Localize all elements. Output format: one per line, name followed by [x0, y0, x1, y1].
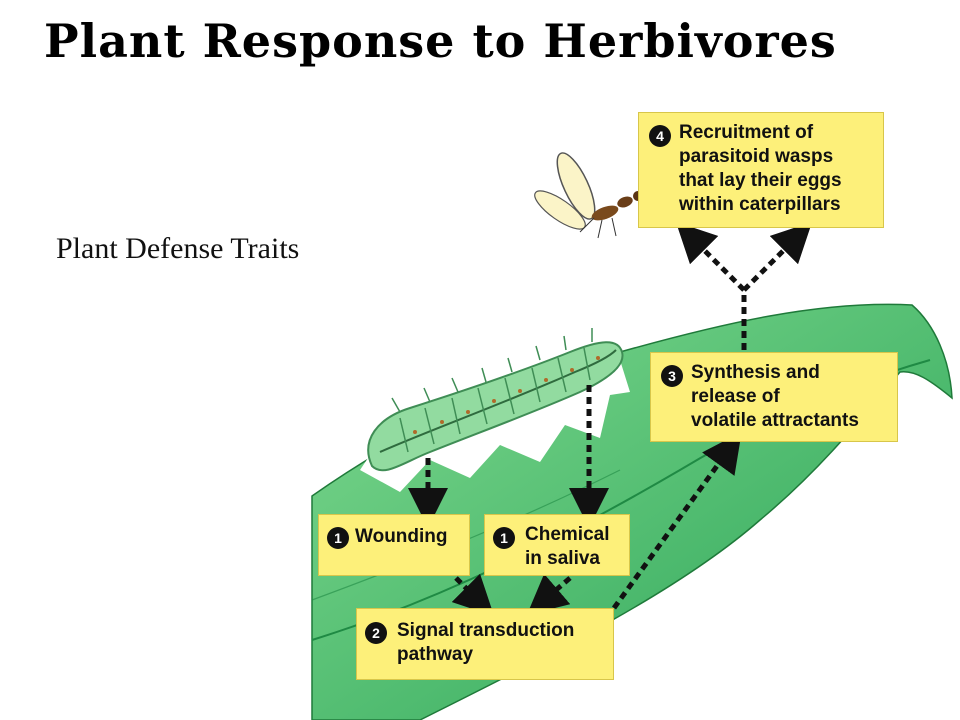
step-recruitment-box: 4 Recruitment of parasitoid wasps that l… — [638, 112, 884, 228]
step-recruitment-label: Recruitment of parasitoid wasps that lay… — [679, 122, 842, 215]
arrow-chemical-to-signal — [526, 573, 572, 616]
step-signal-box: 2 Signal transduction pathway — [356, 608, 614, 680]
slide-title: Plant Response to Herbivores — [44, 14, 837, 68]
step-synthesis-label: Synthesis and release of volatile attrac… — [691, 362, 859, 431]
arrow-to-recruitment-right — [742, 221, 813, 292]
step-wounding-box: 1 Wounding — [318, 514, 470, 576]
slide-subtitle: Plant Defense Traits — [56, 232, 300, 265]
step-number-badge: 1 — [327, 527, 349, 549]
step-number-badge: 3 — [661, 365, 683, 387]
wasp-icon — [534, 152, 669, 239]
step-number-badge: 4 — [649, 125, 671, 147]
step-chemical-label: Chemical in saliva — [525, 524, 610, 569]
step-signal-label: Signal transduction pathway — [397, 620, 575, 665]
arrow-wounding-to-signal — [451, 573, 495, 617]
step-chemical-box: 1 Chemical in saliva — [484, 514, 630, 576]
arrow-signal-to-synthesis — [611, 431, 742, 610]
step-number-badge: 2 — [365, 622, 387, 644]
arrow-to-recruitment-left — [675, 221, 746, 292]
arrows — [408, 221, 813, 617]
step-synthesis-box: 3 Synthesis and release of volatile attr… — [650, 352, 898, 442]
step-wounding-label: Wounding — [355, 526, 448, 547]
caterpillar-icon — [367, 328, 624, 472]
step-number-badge: 1 — [493, 527, 515, 549]
